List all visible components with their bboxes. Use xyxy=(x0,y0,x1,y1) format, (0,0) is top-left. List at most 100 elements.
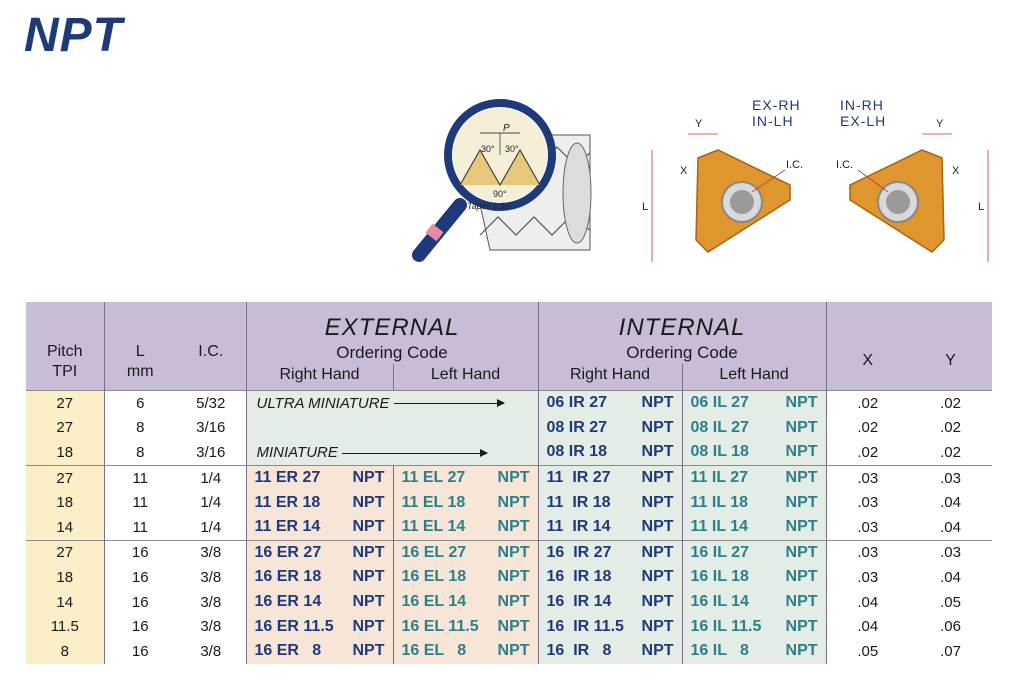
y-cell: .04 xyxy=(940,518,961,536)
pitch-label: P xyxy=(503,123,510,134)
code-text: 16 IR 27 xyxy=(546,543,612,561)
dim-x-left: X xyxy=(680,165,688,177)
ic-header: I.C. xyxy=(176,302,246,391)
x-cell: .02 xyxy=(825,415,910,441)
npt-suffix: NPT xyxy=(497,617,530,635)
external-lh-code: NPT 16 EL 27 xyxy=(392,539,539,566)
y-cell: .07 xyxy=(940,642,961,660)
npt-suffix: NPT xyxy=(641,568,674,586)
internal-ordering-code: Ordering Code xyxy=(537,342,827,364)
ic-cell: 3/16 xyxy=(196,443,226,461)
code-text: 11 ER 14 xyxy=(254,518,321,536)
npt-suffix: NPT xyxy=(785,469,818,487)
npt-suffix: NPT xyxy=(497,469,530,487)
npt-suffix: NPT xyxy=(785,418,818,436)
pitch-cell: 14 xyxy=(26,514,104,541)
y-cell: .04 xyxy=(940,494,961,512)
external-rh-code: NPT 11 ER 18 xyxy=(245,490,393,515)
pitch-cell: 11.5 xyxy=(26,614,104,639)
code-text: 08 IR 27 xyxy=(546,418,607,436)
code-text: 16 IR 8 xyxy=(546,642,612,660)
code-text: 06 IR 27 xyxy=(546,394,607,412)
in-rh-label: IN-RH xyxy=(840,97,884,113)
npt-suffix: NPT xyxy=(352,642,385,660)
ic-cell: 3/8 xyxy=(200,568,222,586)
x-cell: .03 xyxy=(825,539,910,566)
ic-cell: 3/8 xyxy=(200,642,222,660)
external-ordering-code: Ordering Code xyxy=(245,342,539,364)
npt-suffix: NPT xyxy=(497,543,530,561)
pitch-cell: 14 xyxy=(26,589,104,615)
code-text: 11 IR 18 xyxy=(546,493,611,511)
pitch-cell: 18 xyxy=(26,440,104,466)
npt-suffix: NPT xyxy=(352,543,385,561)
code-text: 16 IL 14 xyxy=(690,593,749,611)
internal-left-hand: Left Hand xyxy=(681,364,827,391)
npt-suffix: NPT xyxy=(352,493,385,511)
code-text: 16 ER 18 xyxy=(254,568,322,586)
code-text: 11 ER 18 xyxy=(254,493,321,511)
external-header: EXTERNAL xyxy=(245,302,539,342)
code-text: 16 IL 8 xyxy=(690,642,749,660)
internal-right-hand: Right Hand xyxy=(537,364,683,391)
l-cell: 11 xyxy=(103,464,176,491)
code-text: 16 EL 8 xyxy=(401,642,467,660)
dim-ic-left: I.C. xyxy=(786,159,803,171)
npt-suffix: NPT xyxy=(497,493,530,511)
npt-suffix: NPT xyxy=(641,617,674,635)
code-text: 11 IL 27 xyxy=(690,469,749,487)
code-text: 16 ER 8 xyxy=(254,642,322,660)
l-cell: 8 xyxy=(103,415,176,441)
npt-suffix: NPT xyxy=(641,469,674,487)
x-cell: .03 xyxy=(825,565,910,590)
pitch-cell: 27 xyxy=(26,539,104,566)
code-text: 08 IR 18 xyxy=(546,443,607,461)
y-header: Y xyxy=(909,302,993,391)
x-cell: .02 xyxy=(825,440,910,466)
code-text: 16 EL 27 xyxy=(401,543,467,561)
npt-suffix: NPT xyxy=(641,418,674,436)
y-cell: .03 xyxy=(909,539,993,566)
pitch-cell: 27 xyxy=(26,464,104,491)
npt-suffix: NPT xyxy=(785,493,818,511)
ic-cell: 5/32 xyxy=(176,389,246,416)
l-cell: 16 xyxy=(103,614,176,639)
npt-suffix: NPT xyxy=(785,642,818,660)
code-text: 11 EL 18 xyxy=(401,493,466,511)
code-text: 08 IL 27 xyxy=(690,418,749,436)
ic-cell: 1/4 xyxy=(200,518,222,536)
code-text: 11 ER 27 xyxy=(254,469,321,487)
npt-suffix: NPT xyxy=(352,593,385,611)
miniature-note: MINIATURE xyxy=(245,440,539,466)
x-header: X xyxy=(825,302,910,391)
external-left-hand: Left Hand xyxy=(392,364,539,391)
x-cell: .02 xyxy=(825,389,910,416)
x-cell: .03 xyxy=(825,464,910,491)
y-cell: .06 xyxy=(940,618,961,636)
external-rh-code: NPT 16 ER 8 xyxy=(245,638,393,664)
ultra-miniature-label: ULTRA MINIATURE xyxy=(256,394,390,412)
l-cell: 6 xyxy=(103,389,176,416)
y-cell: .04 xyxy=(940,568,961,586)
code-text: 16 IL 18 xyxy=(690,568,749,586)
